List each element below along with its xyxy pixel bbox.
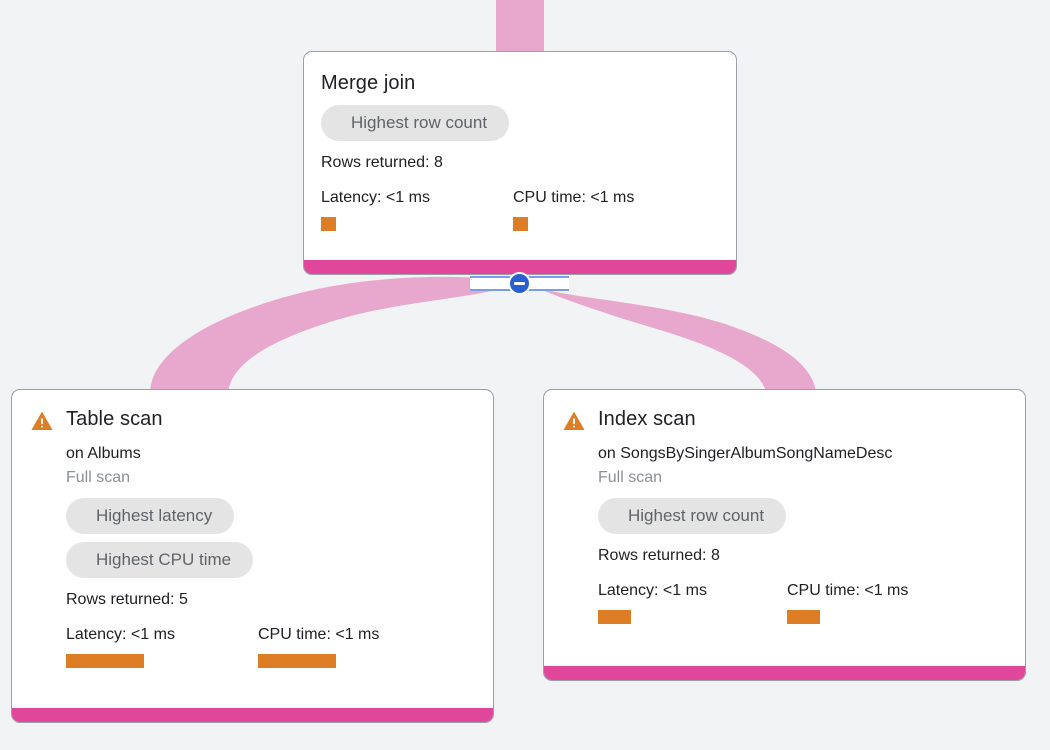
metric-latency-bar	[598, 610, 631, 624]
chip-list: Highest row count	[321, 105, 718, 141]
node-footer-bar	[304, 260, 736, 274]
metric-cpu-time-label: CPU time: <1 ms	[258, 626, 380, 643]
collapse-children-toggle[interactable]	[470, 272, 569, 295]
edge-merge-join-to-index-scan	[522, 281, 816, 392]
rows-returned-label: Rows returned: 8	[598, 547, 720, 564]
warning-triangle-icon	[30, 409, 54, 433]
metric-cpu-time-label: CPU time: <1 ms	[787, 582, 909, 599]
node-subtitle: on Albums	[66, 445, 141, 462]
rows-returned-label: Rows returned: 8	[321, 154, 443, 171]
metric-latency: Latency: <1 ms	[66, 625, 258, 668]
metric-latency: Latency: <1 ms	[598, 581, 787, 624]
metric-latency-label: Latency: <1 ms	[598, 582, 707, 599]
metric-latency-label: Latency: <1 ms	[321, 189, 430, 206]
metric-cpu-time-bar	[258, 654, 336, 668]
node-body: Table scan on Albums Full scan Highest l…	[12, 390, 493, 708]
rows-returned-label: Rows returned: 5	[66, 591, 188, 608]
metric-cpu-time-label: CPU time: <1 ms	[513, 189, 635, 206]
warning-triangle-icon	[562, 409, 586, 433]
metric-latency-bar	[66, 654, 144, 668]
node-body: Index scan on SongsBySingerAlbumSongName…	[544, 390, 1025, 666]
metric-cpu-time-bar	[787, 610, 820, 624]
metric-cpu-time-bar	[513, 217, 528, 231]
metric-cpu-time: CPU time: <1 ms	[258, 625, 379, 668]
chip-highest-latency[interactable]: Highest latency	[66, 498, 235, 534]
chip-highest-cpu-time[interactable]: Highest CPU time	[66, 542, 254, 578]
chip-list: Highest row count	[598, 498, 1007, 534]
node-header: Merge join	[321, 70, 718, 96]
metric-cpu-time: CPU time: <1 ms	[513, 188, 634, 231]
node-title: Merge join	[321, 72, 416, 94]
node-body: Merge join Highest row count Rows return…	[304, 52, 736, 260]
metrics-row: Latency: <1 ms CPU time: <1 ms	[598, 581, 1007, 624]
node-header: Index scan	[562, 406, 1007, 433]
node-scan-type: Full scan	[66, 469, 131, 486]
node-footer-bar	[12, 708, 493, 722]
minus-glyph	[514, 282, 525, 285]
node-title: Table scan	[66, 408, 163, 430]
metric-cpu-time: CPU time: <1 ms	[787, 581, 908, 624]
edge-merge-join-to-table-scan	[150, 276, 518, 392]
node-scan-type: Full scan	[598, 469, 663, 486]
chip-list: Highest latency Highest CPU time	[66, 498, 475, 578]
metrics-row: Latency: <1 ms CPU time: <1 ms	[66, 625, 475, 668]
metric-latency: Latency: <1 ms	[321, 188, 513, 231]
node-details: Highest row count Rows returned: 8 Laten…	[321, 96, 718, 231]
node-subtitle: on SongsBySingerAlbumSongNameDesc	[598, 445, 893, 462]
chip-highest-row-count[interactable]: Highest row count	[598, 498, 787, 534]
metrics-row: Latency: <1 ms CPU time: <1 ms	[321, 188, 718, 231]
chip-highest-row-count[interactable]: Highest row count	[321, 105, 510, 141]
metric-latency-bar	[321, 217, 336, 231]
metric-latency-label: Latency: <1 ms	[66, 626, 175, 643]
minus-circle-icon[interactable]	[508, 272, 531, 295]
node-footer-bar	[544, 666, 1025, 680]
node-details: on Albums Full scan Highest latency High…	[30, 433, 475, 668]
node-card-table-scan[interactable]: Table scan on Albums Full scan Highest l…	[11, 389, 494, 723]
node-card-index-scan[interactable]: Index scan on SongsBySingerAlbumSongName…	[543, 389, 1026, 681]
node-header: Table scan	[30, 406, 475, 433]
node-card-merge-join[interactable]: Merge join Highest row count Rows return…	[303, 51, 737, 275]
node-title: Index scan	[598, 408, 696, 430]
node-details: on SongsBySingerAlbumSongNameDesc Full s…	[562, 433, 1007, 624]
edge-incoming-ribbon	[496, 0, 544, 58]
